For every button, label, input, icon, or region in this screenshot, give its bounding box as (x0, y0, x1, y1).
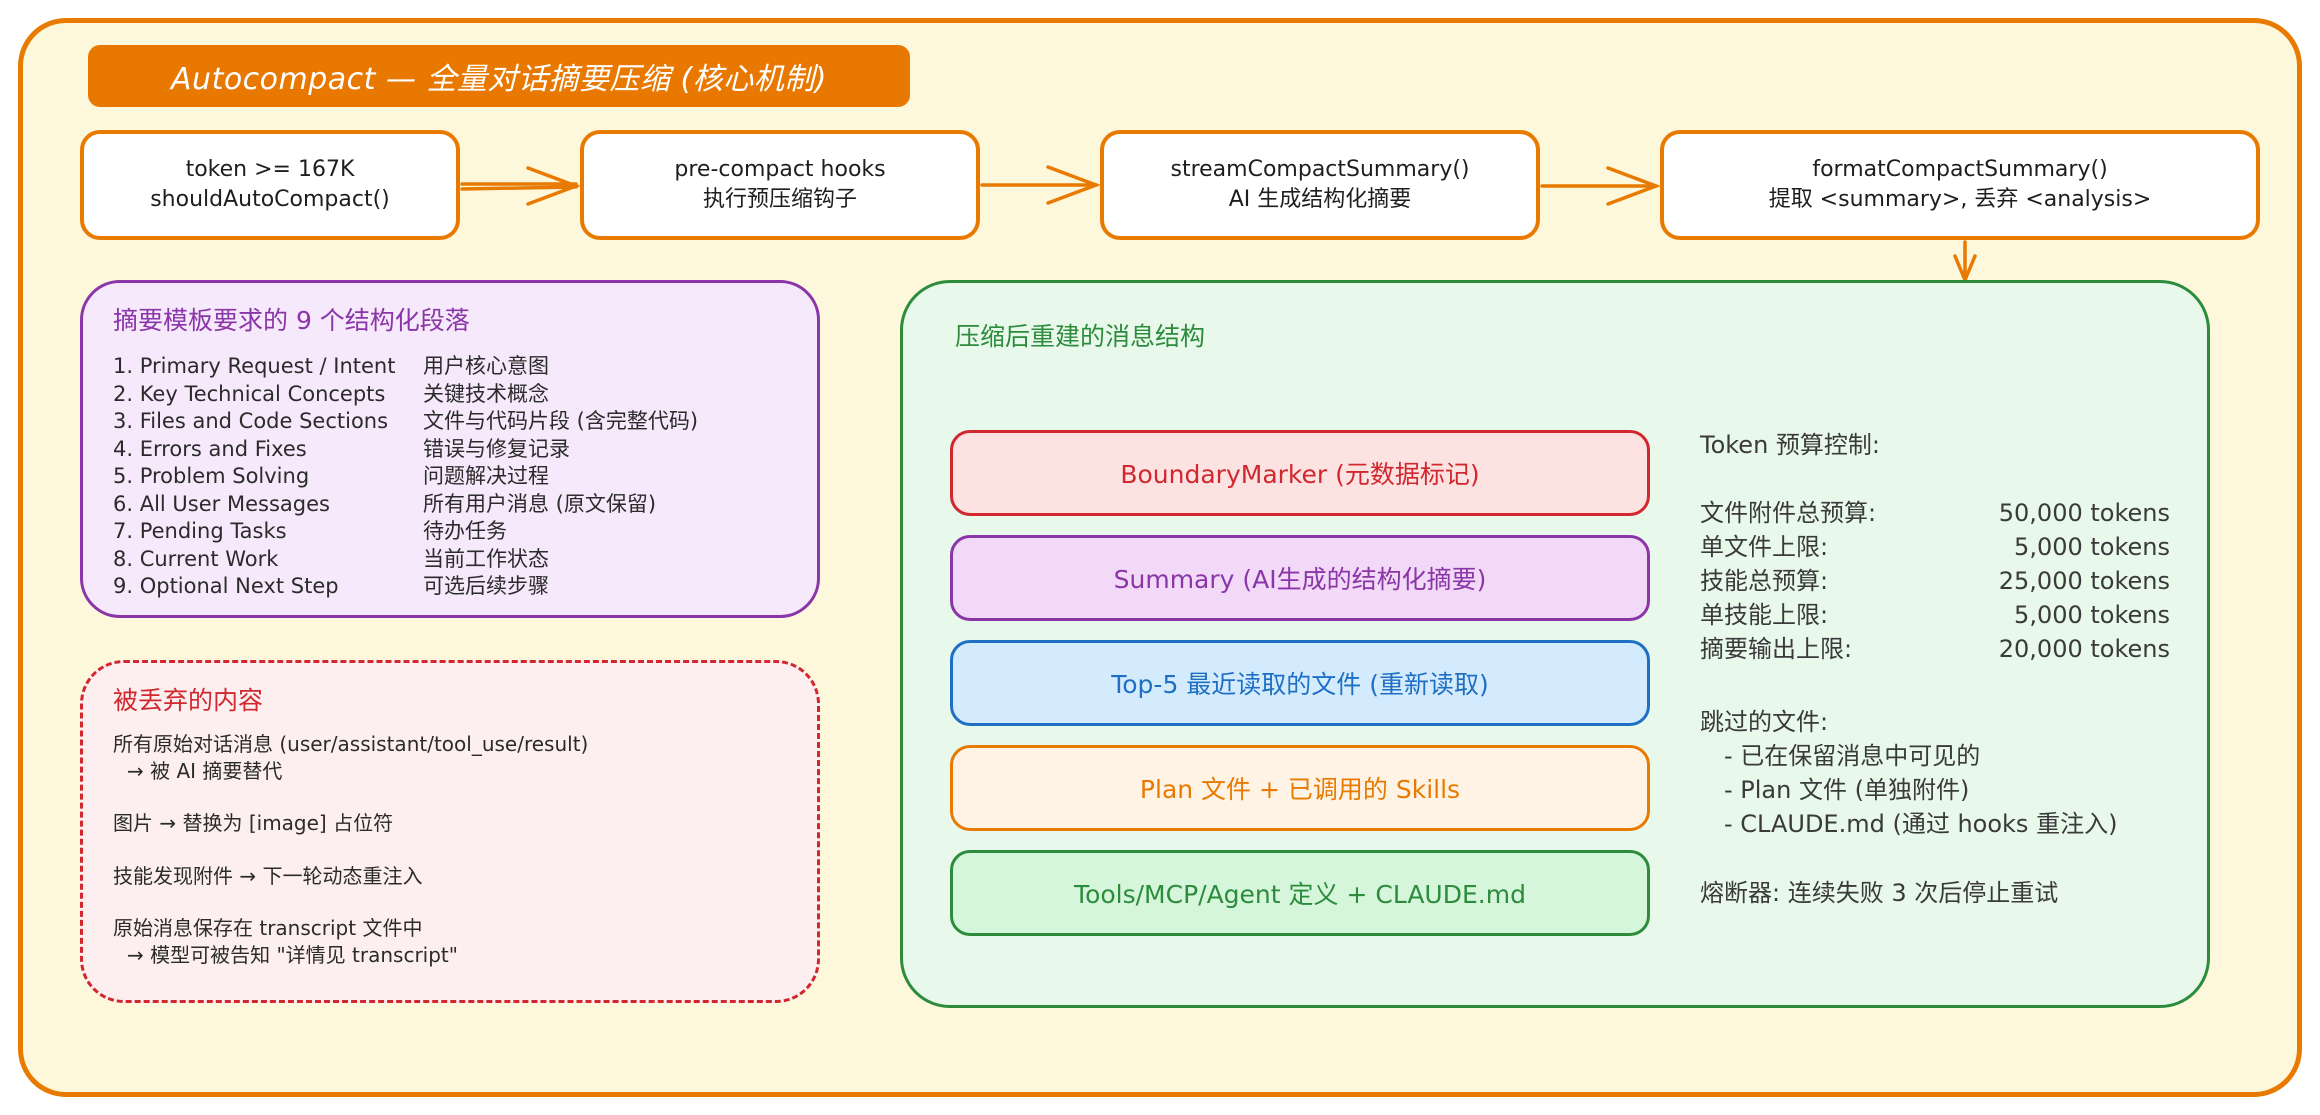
section-desc: 所有用户消息 (原文保留) (423, 491, 657, 516)
flow-step-line2: AI 生成结构化摘要 (1228, 187, 1412, 212)
list-item: 5. Problem Solving 问题解决过程 (113, 463, 698, 491)
flow-step-line2: 执行预压缩钩子 (702, 187, 857, 212)
item-text: 技能发现附件 → 下一轮动态重注入 (113, 863, 423, 888)
budget-value: 5,000 tokens (2014, 601, 2170, 629)
list-item: 6. All User Messages 所有用户消息 (原文保留) (113, 491, 698, 519)
template-sections-panel: 摘要模板要求的 9 个结构化段落 1. Primary Request / In… (80, 280, 820, 618)
section-name: 2. Key Technical Concepts (113, 381, 386, 406)
list-item: 原始消息保存在 transcript 文件中 → 模型可被告知 "详情见 tra… (113, 915, 588, 968)
list-item: 图片 → 替换为 [image] 占位符 (113, 810, 588, 837)
skipped-files: 跳过的文件: - 已在保留消息中可见的 - Plan 文件 (单独附件) - C… (1700, 705, 2117, 841)
item-text: 所有原始对话消息 (user/assistant/tool_use/result… (113, 732, 589, 756)
budget-value: 25,000 tokens (1998, 567, 2170, 595)
section-desc: 关键技术概念 (423, 381, 549, 406)
skipped-item: - CLAUDE.md (通过 hooks 重注入) (1724, 810, 2118, 838)
budget-label: 文件附件总预算: (1700, 499, 1877, 527)
list-item: 1. Primary Request / Intent 用户核心意图 (113, 353, 698, 381)
bar-plan-skills: Plan 文件 + 已调用的 Skills (950, 745, 1650, 831)
flow-step-line1: formatCompactSummary() (1812, 157, 2108, 182)
budget-row: 技能总预算: 25,000 tokens (1700, 564, 2170, 598)
item-subtext: → 被 AI 摘要替代 (127, 758, 283, 783)
panel-heading: 压缩后重建的消息结构 (955, 322, 1206, 351)
flow-step-line1: pre-compact hooks (674, 157, 886, 182)
panel-heading: 被丢弃的内容 (113, 686, 264, 715)
item-subtext: → 模型可被告知 "详情见 transcript" (127, 942, 458, 967)
budget-label: 摘要输出上限: (1700, 635, 1853, 663)
discarded-list: 所有原始对话消息 (user/assistant/tool_use/result… (113, 731, 588, 994)
flow-step-line1: token >= 167K (185, 157, 355, 182)
flow-step-summary: streamCompactSummary() AI 生成结构化摘要 (1100, 130, 1540, 240)
flow-step-line2: shouldAutoCompact() (150, 187, 390, 212)
section-name: 8. Current Work (113, 546, 279, 571)
list-item: 技能发现附件 → 下一轮动态重注入 (113, 863, 588, 890)
panel-heading: 摘要模板要求的 9 个结构化段落 (113, 306, 470, 335)
budget-row: 摘要输出上限: 20,000 tokens (1700, 632, 2170, 666)
budget-row: 单文件上限: 5,000 tokens (1700, 530, 2170, 564)
budget-label: 技能总预算: (1700, 567, 1829, 595)
budget-label: 单技能上限: (1700, 601, 1829, 629)
budget-value: 20,000 tokens (1998, 635, 2170, 663)
item-text: 图片 → 替换为 [image] 占位符 (113, 811, 394, 835)
skipped-heading: 跳过的文件: (1700, 708, 1829, 736)
budget-row: 单技能上限: 5,000 tokens (1700, 598, 2170, 632)
section-desc: 可选后续步骤 (423, 574, 549, 598)
section-desc: 待办任务 (423, 519, 507, 543)
bar-top5-files: Top-5 最近读取的文件 (重新读取) (950, 640, 1650, 726)
list-item: 7. Pending Tasks 待办任务 (113, 518, 698, 546)
flow-step-line2: 提取 <summary>, 丢弃 <analysis> (1768, 187, 2152, 212)
section-name: 9. Optional Next Step (113, 574, 339, 598)
section-name: 7. Pending Tasks (113, 519, 287, 543)
section-desc: 当前工作状态 (423, 546, 549, 571)
section-desc: 文件与代码片段 (含完整代码) (423, 409, 699, 433)
flow-step-trigger: token >= 167K shouldAutoCompact() (80, 130, 460, 240)
item-text: 原始消息保存在 transcript 文件中 (113, 916, 423, 940)
section-name: 4. Errors and Fixes (113, 436, 307, 461)
list-item: 8. Current Work 当前工作状态 (113, 546, 698, 574)
skipped-item: - 已在保留消息中可见的 (1724, 742, 1981, 770)
bar-boundary-marker: BoundaryMarker (元数据标记) (950, 430, 1650, 516)
token-budget: Token 预算控制: 文件附件总预算: 50,000 tokens 单文件上限:… (1700, 428, 2170, 666)
budget-row: 文件附件总预算: 50,000 tokens (1700, 496, 2170, 530)
section-desc: 问题解决过程 (423, 464, 549, 488)
flow-step-hooks: pre-compact hooks 执行预压缩钩子 (580, 130, 980, 240)
section-name: 1. Primary Request / Intent (113, 354, 396, 378)
list-item: 2. Key Technical Concepts 关键技术概念 (113, 381, 698, 409)
bar-tools-definitions: Tools/MCP/Agent 定义 + CLAUDE.md (950, 850, 1650, 936)
diagram-title: Autocompact — 全量对话摘要压缩 (核心机制) (88, 45, 910, 107)
section-name: 3. Files and Code Sections (113, 409, 389, 433)
budget-value: 50,000 tokens (1998, 499, 2170, 527)
discarded-content-panel: 被丢弃的内容 所有原始对话消息 (user/assistant/tool_use… (80, 660, 820, 1003)
section-name: 6. All User Messages (113, 491, 330, 516)
section-desc: 错误与修复记录 (423, 436, 570, 461)
flow-step-format: formatCompactSummary() 提取 <summary>, 丢弃 … (1660, 130, 2260, 240)
list-item: 3. Files and Code Sections 文件与代码片段 (含完整代码… (113, 408, 698, 436)
budget-label: 单文件上限: (1700, 533, 1829, 561)
section-desc: 用户核心意图 (423, 354, 549, 378)
bar-summary: Summary (AI生成的结构化摘要) (950, 535, 1650, 621)
section-name: 5. Problem Solving (113, 464, 310, 488)
budget-heading: Token 预算控制: (1700, 431, 1880, 459)
list-item: 所有原始对话消息 (user/assistant/tool_use/result… (113, 731, 588, 784)
flow-step-line1: streamCompactSummary() (1170, 157, 1470, 182)
budget-value: 5,000 tokens (2014, 533, 2170, 561)
list-item: 4. Errors and Fixes 错误与修复记录 (113, 436, 698, 464)
circuit-breaker-note: 熔断器: 连续失败 3 次后停止重试 (1700, 879, 2059, 907)
list-item: 9. Optional Next Step 可选后续步骤 (113, 573, 698, 601)
section-list: 1. Primary Request / Intent 用户核心意图 2. Key… (113, 353, 698, 601)
skipped-item: - Plan 文件 (单独附件) (1724, 776, 1970, 804)
